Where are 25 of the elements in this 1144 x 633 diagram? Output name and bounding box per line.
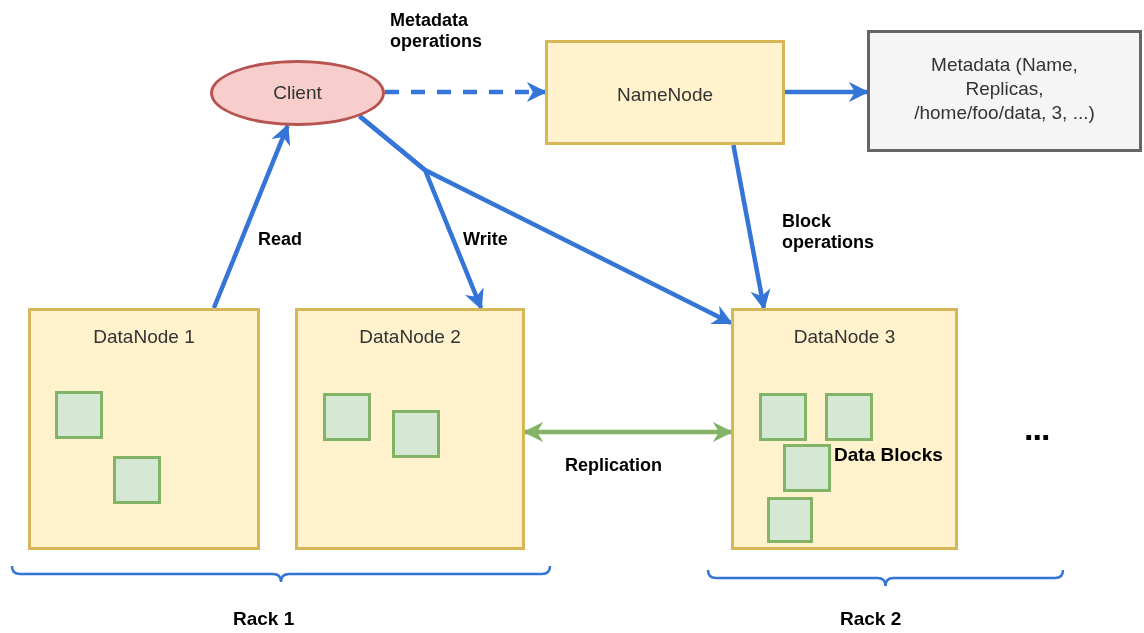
datanode-box <box>295 308 525 550</box>
node-label: Client <box>272 81 323 105</box>
data-blocks-label: Data Blocks <box>834 444 943 465</box>
edge-label: Replication <box>565 455 662 476</box>
node-label: DataNode 1 <box>92 325 196 349</box>
node-label: DataNode 3 <box>792 325 897 349</box>
node-label: Metadata (Name, Replicas, /home/foo/data, 3, ...) <box>913 53 1096 125</box>
data-block-square <box>825 393 873 441</box>
data-block-square <box>392 410 440 458</box>
ellipsis: ... <box>1024 418 1050 439</box>
data-block-square <box>783 444 831 492</box>
datanode-box <box>731 308 958 550</box>
metadata-box <box>867 30 1142 152</box>
data-block-square <box>767 497 813 543</box>
datanode-box <box>28 308 260 550</box>
node-label: NameNode <box>615 83 715 107</box>
namenode-box <box>545 40 785 145</box>
data-block-square <box>323 393 371 441</box>
data-block-square <box>113 456 161 504</box>
rack-label: Rack 2 <box>840 608 902 629</box>
rack-label: Rack 1 <box>233 608 295 629</box>
data-block-square <box>759 393 807 441</box>
node-label: DataNode 2 <box>358 325 462 349</box>
data-block-square <box>55 391 103 439</box>
arrow <box>731 144 771 310</box>
